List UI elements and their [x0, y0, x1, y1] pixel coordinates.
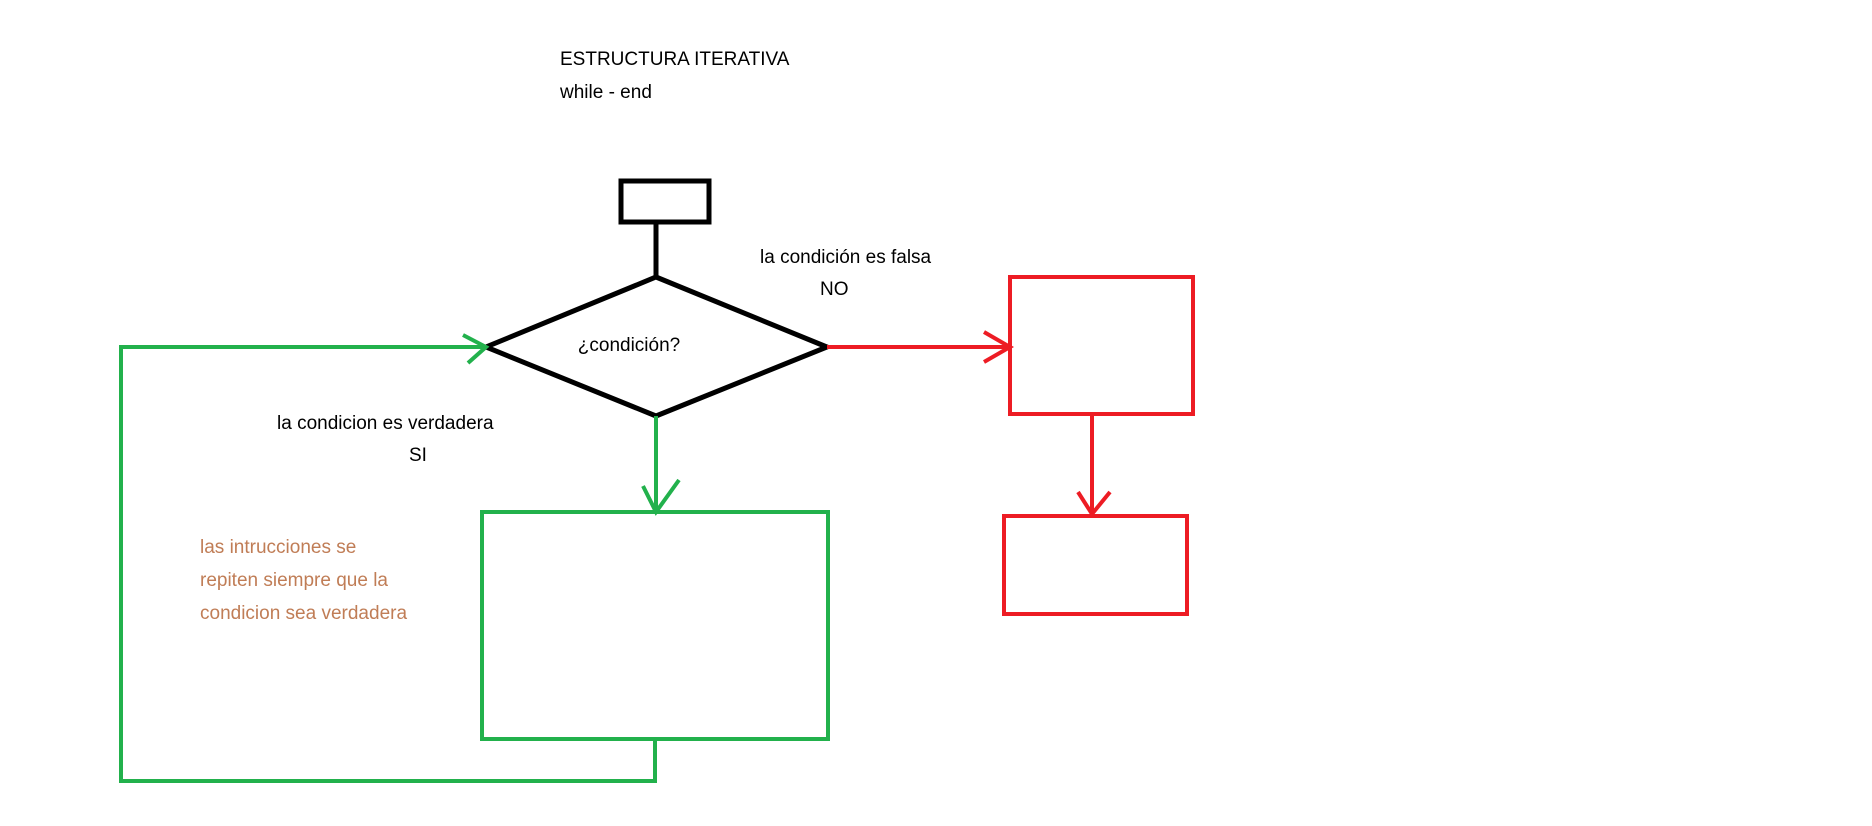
false-branch-answer: NO	[820, 279, 849, 300]
true-branch-answer: SI	[409, 445, 427, 466]
title-line1: ESTRUCTURA ITERATIVA	[560, 49, 790, 70]
note-line-2: repiten siempre que la	[200, 570, 388, 591]
true-branch-label: la condicion es verdadera	[277, 413, 494, 434]
true-arrowhead-icon	[641, 478, 681, 516]
note-line-1: las intrucciones se	[200, 537, 356, 558]
loop-body-box	[480, 510, 830, 741]
loop-back-line	[119, 345, 657, 783]
false-branch-label: la condición es falsa	[760, 247, 932, 268]
false-process-box	[1008, 275, 1195, 416]
title-line2: while - end	[559, 82, 652, 103]
start-box	[618, 178, 712, 225]
decision-label: ¿condición?	[578, 335, 680, 356]
loop-back-arrowhead-icon	[462, 333, 490, 365]
note-line-3: condicion sea verdadera	[200, 603, 407, 624]
end-box	[1002, 514, 1189, 616]
